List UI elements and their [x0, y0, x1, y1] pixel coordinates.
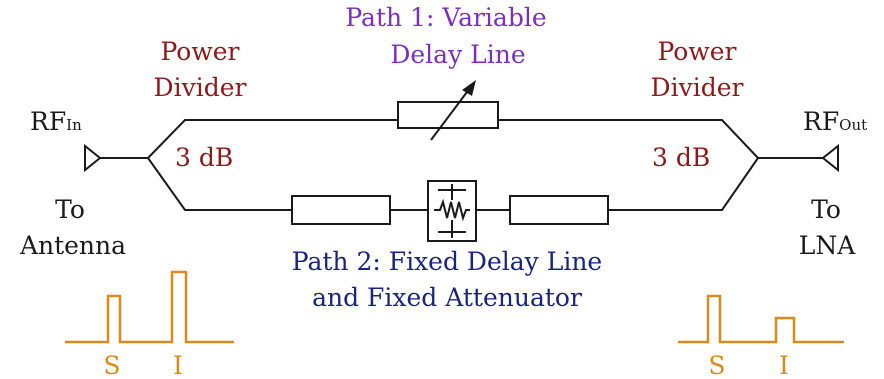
left-divider-label-line1: Power: [160, 37, 239, 66]
to-lna-label-line1: To: [811, 195, 841, 224]
right-3db-label: 3 dB: [652, 143, 710, 172]
left-divider-upper-branch: [147, 119, 398, 159]
right-divider-upper-branch: [700, 119, 759, 159]
fixed-delay-line-left-box: [291, 195, 391, 225]
to-antenna-label-line1: To: [55, 195, 85, 224]
left-divider-lower-branch: [147, 157, 292, 211]
path1-label-line1: Path 1: Variable: [345, 3, 546, 32]
output-pulse-i-label: I: [779, 351, 789, 379]
variable-delay-line-box: [397, 101, 499, 129]
right-divider-lower-branch: [700, 157, 759, 211]
left-3db-label: 3 dB: [175, 143, 233, 172]
right-divider-label-line1: Power: [657, 37, 736, 66]
variable-arrow-head: [462, 80, 476, 96]
input-pulse-waveform: [65, 270, 234, 344]
right-divider-label-line2: Divider: [651, 73, 744, 102]
path1-label-line2: Delay Line: [390, 40, 525, 69]
path2-label-line1: Path 2: Fixed Delay Line: [292, 247, 602, 276]
fixed-delay-line-right-box: [509, 195, 609, 225]
variable-arrow-line: [430, 87, 471, 141]
input-pulse-s-label: S: [103, 351, 120, 379]
input-pulse-i-label: I: [173, 351, 183, 379]
attenuator-resistor-icon: [434, 198, 470, 222]
path2-label-line2: and Fixed Attenuator: [312, 283, 582, 312]
output-pulse-waveform: [678, 294, 844, 344]
antenna-input-port: [84, 143, 102, 173]
left-divider-label-line2: Divider: [154, 73, 247, 102]
to-antenna-label-line2: Antenna: [19, 231, 126, 260]
to-lna-label-line2: LNA: [799, 231, 856, 260]
output-pulse-s-label: S: [708, 351, 725, 379]
lna-output-port: [821, 143, 839, 173]
rf-in-label: RFIn: [30, 107, 82, 136]
rf-out-label: RFOut: [803, 107, 867, 136]
